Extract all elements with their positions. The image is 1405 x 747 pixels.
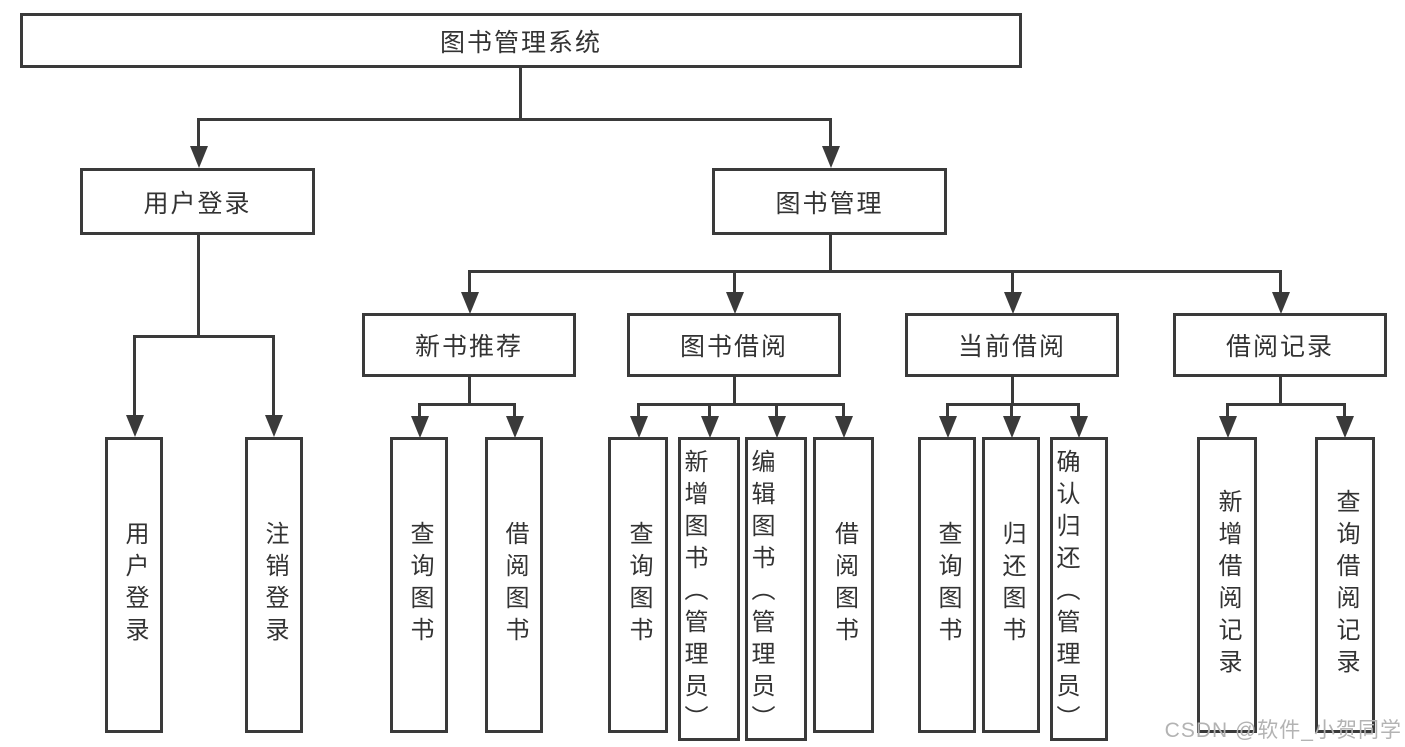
connector-line xyxy=(513,403,516,419)
connector-arrowhead xyxy=(1004,292,1022,314)
connector-arrowhead xyxy=(1003,416,1021,438)
connector-arrowhead xyxy=(768,416,786,438)
leaf-cb-query-books: 查询图书 xyxy=(918,437,976,733)
connector-arrowhead xyxy=(190,146,208,168)
node-user-login: 用户登录 xyxy=(80,168,315,235)
leaf-bb-query-books-label: 查询图书 xyxy=(625,521,652,649)
connector-arrowhead xyxy=(265,415,283,437)
leaf-rec-query-books-label: 查询图书 xyxy=(406,521,433,649)
node-root: 图书管理系统 xyxy=(20,13,1022,68)
node-current-borrow: 当前借阅 xyxy=(905,313,1119,377)
connector-arrowhead xyxy=(822,146,840,168)
connector-line xyxy=(829,235,832,273)
connector-line xyxy=(637,403,640,419)
node-book-mgmt-label: 图书管理 xyxy=(775,189,884,218)
node-book-borrow-label: 图书借阅 xyxy=(679,333,788,361)
connector-line xyxy=(1011,270,1014,294)
leaf-bb-borrow-books: 借阅图书 xyxy=(813,437,874,733)
node-book-borrow: 图书借阅 xyxy=(627,313,841,377)
leaf-logout-label: 注销登录 xyxy=(261,521,288,649)
connector-line xyxy=(829,118,832,148)
connector-arrowhead xyxy=(1272,292,1290,314)
connector-line xyxy=(1226,403,1346,406)
connector-arrowhead xyxy=(411,416,429,438)
connector-arrowhead xyxy=(1070,416,1088,438)
connector-line xyxy=(197,235,200,337)
connector-line xyxy=(1226,403,1229,419)
node-borrow-records-label: 借阅记录 xyxy=(1225,333,1334,361)
leaf-cb-return-books-label: 归还图书 xyxy=(998,521,1025,649)
connector-line xyxy=(1279,270,1282,294)
leaf-cb-query-books-label: 查询图书 xyxy=(934,521,961,649)
connector-arrowhead xyxy=(726,292,744,314)
connector-line xyxy=(1010,403,1013,419)
connector-arrowhead xyxy=(126,415,144,437)
csdn-watermark: CSDN @软件_小贺同学 xyxy=(1164,719,1402,742)
leaf-br-query-record: 查询借阅记录 xyxy=(1315,437,1375,733)
connector-line xyxy=(133,335,136,415)
leaf-bb-edit-books: 编辑图书（管理员） xyxy=(745,437,807,741)
leaf-bb-edit-books-label: 编辑图书（管理员） xyxy=(747,449,774,737)
connector-arrowhead xyxy=(630,416,648,438)
connector-arrowhead xyxy=(1336,416,1354,438)
connector-line xyxy=(133,335,275,338)
connector-line xyxy=(1011,377,1014,405)
connector-line xyxy=(708,403,711,419)
node-current-borrow-label: 当前借阅 xyxy=(957,333,1066,361)
connector-line xyxy=(946,403,949,419)
connector-line xyxy=(1077,403,1080,419)
connector-arrowhead xyxy=(1219,416,1237,438)
connector-line xyxy=(519,68,522,120)
connector-arrowhead xyxy=(701,416,719,438)
connector-line xyxy=(733,377,736,405)
node-borrow-records: 借阅记录 xyxy=(1173,313,1387,377)
leaf-bb-query-books: 查询图书 xyxy=(608,437,668,733)
connector-line xyxy=(468,270,1282,273)
connector-line xyxy=(733,270,736,294)
leaf-bb-add-books-label: 新增图书（管理员） xyxy=(680,449,707,737)
connector-line xyxy=(197,118,200,148)
connector-arrowhead xyxy=(461,292,479,314)
leaf-cb-return-books: 归还图书 xyxy=(982,437,1040,733)
leaf-logout: 注销登录 xyxy=(245,437,303,733)
leaf-user-login-label: 用户登录 xyxy=(121,521,148,649)
leaf-br-add-record-label: 新增借阅记录 xyxy=(1214,489,1241,681)
connector-arrowhead xyxy=(939,416,957,438)
connector-line xyxy=(468,270,471,294)
leaf-rec-query-books: 查询图书 xyxy=(390,437,448,733)
connector-line xyxy=(1343,403,1346,419)
leaf-bb-borrow-books-label: 借阅图书 xyxy=(830,521,858,649)
leaf-bb-add-books: 新增图书（管理员） xyxy=(678,437,740,741)
connector-line xyxy=(418,403,421,419)
node-new-book-rec-label: 新书推荐 xyxy=(414,333,523,361)
connector-line xyxy=(197,118,832,121)
leaf-rec-borrow-books: 借阅图书 xyxy=(485,437,543,733)
leaf-cb-confirm-return-label: 确认归还（管理员） xyxy=(1052,449,1079,737)
node-user-login-label: 用户登录 xyxy=(143,189,252,218)
node-new-book-rec: 新书推荐 xyxy=(362,313,576,377)
connector-line xyxy=(775,403,778,419)
connector-arrowhead xyxy=(835,416,853,438)
leaf-br-query-record-label: 查询借阅记录 xyxy=(1332,489,1359,681)
connector-line xyxy=(418,403,516,406)
connector-line xyxy=(842,403,845,419)
leaf-user-login: 用户登录 xyxy=(105,437,163,733)
connector-arrowhead xyxy=(506,416,524,438)
leaf-br-add-record: 新增借阅记录 xyxy=(1197,437,1257,733)
connector-line xyxy=(1279,377,1282,405)
connector-line xyxy=(272,335,275,415)
connector-line xyxy=(468,377,471,405)
connector-line xyxy=(946,403,1080,406)
leaf-rec-borrow-books-label: 借阅图书 xyxy=(501,521,528,649)
node-book-mgmt: 图书管理 xyxy=(712,168,947,235)
node-root-label: 图书管理系统 xyxy=(439,28,602,57)
leaf-cb-confirm-return: 确认归还（管理员） xyxy=(1050,437,1108,741)
connector-line xyxy=(637,403,845,406)
